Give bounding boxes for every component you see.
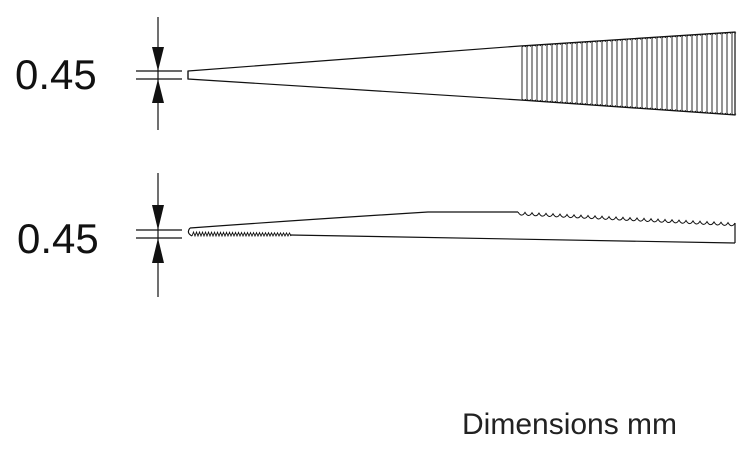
tip-serration-grip (521, 31, 737, 116)
side-serration-upper (517, 211, 736, 227)
top-dimension-label: 0.45 (15, 51, 97, 98)
side-serration-tip (191, 230, 292, 238)
top-dimension-indicator (136, 17, 182, 130)
tip-side-view (187, 211, 736, 244)
tip-top-view (187, 31, 736, 116)
units-note: Dimensions mm (462, 408, 678, 441)
side-dimension-indicator (136, 173, 182, 297)
side-dimension-label: 0.45 (17, 215, 99, 262)
